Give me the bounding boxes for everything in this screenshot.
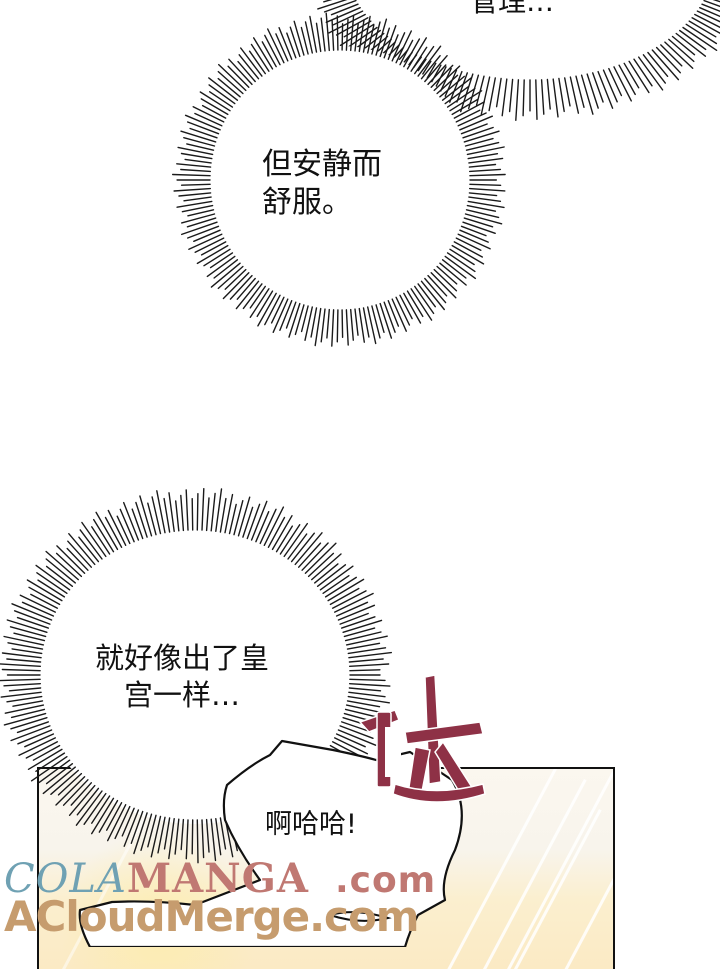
bubble-text-jagged: 啊哈哈! — [265, 809, 357, 840]
bubble-text-middle: 但安静而 舒服。 — [262, 147, 382, 221]
jagged-bubble-outline — [78, 739, 463, 947]
bubble-text-lower-left: 就好像出了皇 宫一样… — [95, 641, 270, 713]
watermark-cola: COLA — [4, 856, 127, 902]
watermark-colamanga: COLAMANGA .com — [4, 855, 436, 902]
sound-effect-da — [358, 674, 486, 803]
watermark-manga: MANGA — [126, 855, 309, 902]
watermark-acloudmerge: ACloudMerge.com — [4, 892, 420, 941]
bubble-tail-mark — [326, 911, 392, 922]
speech-bubbles-art — [0, 0, 720, 947]
watermark-dotcom: .com — [334, 860, 437, 901]
bubble-text-top-right: 管理… — [470, 0, 555, 18]
burst-bubble-middle — [171, 12, 506, 347]
